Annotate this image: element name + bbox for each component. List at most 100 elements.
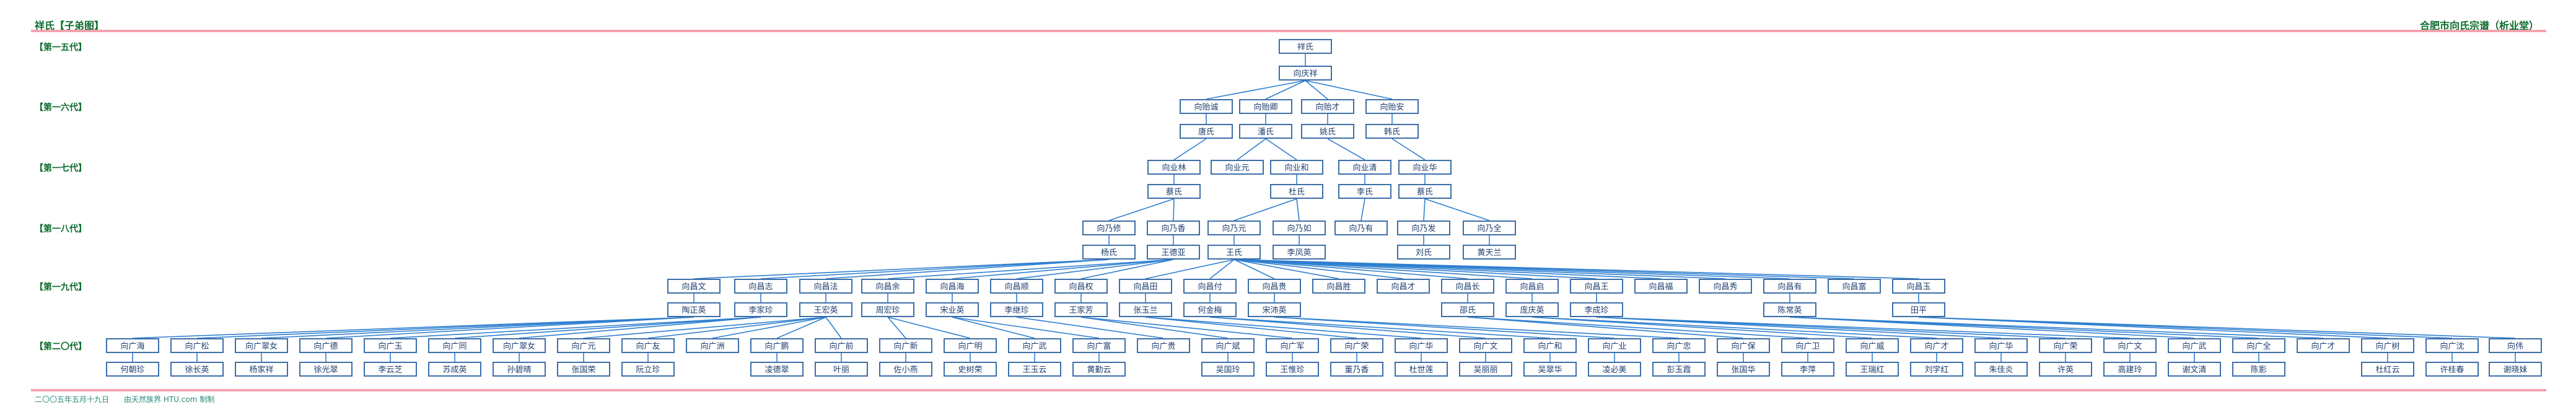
- person-node[interactable]: 向广军: [1266, 338, 1319, 353]
- person-node[interactable]: 史树荣: [944, 362, 997, 377]
- person-node[interactable]: 谢文清: [2168, 362, 2221, 377]
- person-node[interactable]: 向庆祥: [1279, 66, 1332, 81]
- person-node[interactable]: 潘氏: [1239, 124, 1292, 139]
- person-node[interactable]: 王玉云: [1008, 362, 1061, 377]
- person-node[interactable]: 谢晓妹: [2489, 362, 2542, 377]
- person-node[interactable]: 向乃发: [1397, 221, 1450, 235]
- person-node[interactable]: 何金梅: [1183, 302, 1237, 317]
- person-node[interactable]: 向昌长: [1441, 279, 1494, 294]
- person-node[interactable]: 向广沈: [2425, 338, 2479, 353]
- person-node[interactable]: 吴丽丽: [1459, 362, 1512, 377]
- person-node[interactable]: 向广富: [1072, 338, 1126, 353]
- person-node[interactable]: 阮立珍: [621, 362, 675, 377]
- person-node[interactable]: 向贻诚: [1180, 99, 1233, 114]
- person-node[interactable]: 向广洲: [686, 338, 739, 353]
- person-node[interactable]: 李继珍: [990, 302, 1043, 317]
- person-node[interactable]: 向昌海: [926, 279, 979, 294]
- person-node[interactable]: 李云芝: [364, 362, 417, 377]
- person-node[interactable]: 向乃全: [1463, 221, 1516, 235]
- person-node[interactable]: 向广文: [1459, 338, 1512, 353]
- person-node[interactable]: 向昌付: [1183, 279, 1237, 294]
- person-node[interactable]: 向乃如: [1273, 221, 1326, 235]
- person-node[interactable]: 向广同: [428, 338, 481, 353]
- person-node[interactable]: 庞庆英: [1505, 302, 1559, 317]
- person-node[interactable]: 向广翠女: [493, 338, 546, 353]
- person-node[interactable]: 张玉兰: [1119, 302, 1172, 317]
- person-node[interactable]: 王惟珍: [1266, 362, 1319, 377]
- person-node[interactable]: 向广明: [944, 338, 997, 353]
- person-node[interactable]: 向贻才: [1301, 99, 1354, 114]
- person-node[interactable]: 向广斌: [1201, 338, 1255, 353]
- person-node[interactable]: 王氏: [1207, 245, 1261, 260]
- person-node[interactable]: 向广才: [2297, 338, 2350, 353]
- person-node[interactable]: 吴翠华: [1523, 362, 1577, 377]
- person-node[interactable]: 向贻卿: [1239, 99, 1292, 114]
- person-node[interactable]: 向业华: [1398, 160, 1452, 175]
- person-node[interactable]: 向伟: [2489, 338, 2542, 353]
- person-node[interactable]: 向乃修: [1082, 221, 1136, 235]
- person-node[interactable]: 向昌王: [1570, 279, 1623, 294]
- person-node[interactable]: 向昌文: [667, 279, 721, 294]
- person-node[interactable]: 向昌田: [1119, 279, 1172, 294]
- person-node[interactable]: 许英: [2039, 362, 2092, 377]
- person-node[interactable]: 向广文: [2103, 338, 2157, 353]
- person-node[interactable]: 张国荣: [557, 362, 610, 377]
- person-node[interactable]: 王家芳: [1054, 302, 1108, 317]
- person-node[interactable]: 蔡氏: [1147, 184, 1201, 199]
- person-node[interactable]: 祥氏: [1279, 39, 1332, 54]
- person-node[interactable]: 田平: [1892, 302, 1945, 317]
- person-node[interactable]: 邵氏: [1441, 302, 1494, 317]
- person-node[interactable]: 周宏珍: [861, 302, 914, 317]
- person-node[interactable]: 苏成英: [428, 362, 481, 377]
- person-node[interactable]: 向业和: [1270, 160, 1323, 175]
- person-node[interactable]: 向广武: [1008, 338, 1061, 353]
- person-node[interactable]: 向广华: [1974, 338, 2028, 353]
- person-node[interactable]: 凌必美: [1588, 362, 1641, 377]
- person-node[interactable]: 王瑞红: [1846, 362, 1899, 377]
- person-node[interactable]: 向广鹏: [750, 338, 804, 353]
- person-node[interactable]: 高建玲: [2103, 362, 2157, 377]
- person-node[interactable]: 向业林: [1147, 160, 1201, 175]
- person-node[interactable]: 向昌富: [1828, 279, 1881, 294]
- person-node[interactable]: 黄勤云: [1072, 362, 1126, 377]
- person-node[interactable]: 向广贵: [1137, 338, 1190, 353]
- person-node[interactable]: 向广业: [1588, 338, 1641, 353]
- person-node[interactable]: 向广荣: [1330, 338, 1383, 353]
- person-node[interactable]: 向广全: [2232, 338, 2285, 353]
- person-node[interactable]: 向昌志: [734, 279, 787, 294]
- person-node[interactable]: 向昌秀: [1699, 279, 1752, 294]
- person-node[interactable]: 向昌顺: [990, 279, 1043, 294]
- person-node[interactable]: 向乃有: [1334, 221, 1388, 235]
- person-node[interactable]: 向广松: [170, 338, 224, 353]
- person-node[interactable]: 向昌权: [1054, 279, 1108, 294]
- person-node[interactable]: 向广荣: [2039, 338, 2092, 353]
- person-node[interactable]: 杨氏: [1082, 245, 1136, 260]
- person-node[interactable]: 向业清: [1338, 160, 1391, 175]
- person-node[interactable]: 杜红云: [2361, 362, 2414, 377]
- person-node[interactable]: 向昌玉: [1892, 279, 1945, 294]
- person-node[interactable]: 向昌贵: [1248, 279, 1301, 294]
- person-node[interactable]: 向昌启: [1505, 279, 1559, 294]
- person-node[interactable]: 向广德: [299, 338, 353, 353]
- person-node[interactable]: 向昌法: [799, 279, 852, 294]
- person-node[interactable]: 杜世莲: [1395, 362, 1448, 377]
- person-node[interactable]: 向广新: [879, 338, 932, 353]
- person-node[interactable]: 张国华: [1717, 362, 1770, 377]
- person-node[interactable]: 向广前: [815, 338, 868, 353]
- person-node[interactable]: 向广武: [2168, 338, 2221, 353]
- person-node[interactable]: 李凤英: [1273, 245, 1326, 260]
- person-node[interactable]: 向广华: [1395, 338, 1448, 353]
- person-node[interactable]: 向广元: [557, 338, 610, 353]
- person-node[interactable]: 王德亚: [1147, 245, 1200, 260]
- person-node[interactable]: 刘氏: [1397, 245, 1450, 260]
- person-node[interactable]: 向乃元: [1207, 221, 1261, 235]
- person-node[interactable]: 向广保: [1717, 338, 1770, 353]
- person-node[interactable]: 蔡氏: [1398, 184, 1452, 199]
- person-node[interactable]: 杨家祥: [235, 362, 288, 377]
- person-node[interactable]: 董乃香: [1330, 362, 1383, 377]
- person-node[interactable]: 徐长英: [170, 362, 224, 377]
- person-node[interactable]: 何朝珍: [106, 362, 159, 377]
- person-node[interactable]: 向广忠: [1652, 338, 1706, 353]
- person-node[interactable]: 陈常英: [1763, 302, 1816, 317]
- person-node[interactable]: 向昌余: [861, 279, 914, 294]
